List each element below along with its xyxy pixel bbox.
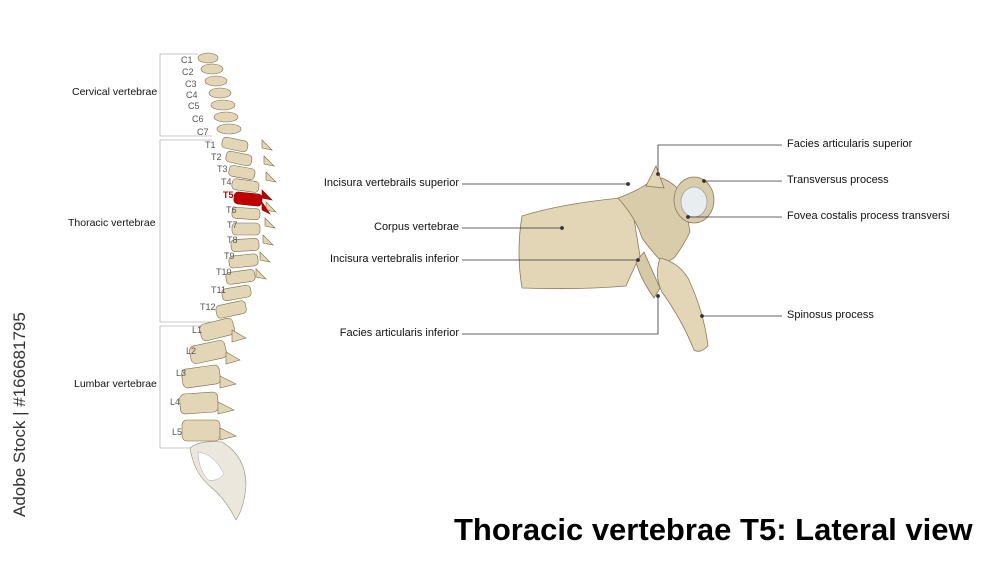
cervical-spine — [197, 52, 242, 135]
vertebra-label-t7: T7 — [227, 220, 238, 230]
vertebra-label-l4: L4 — [170, 397, 181, 407]
label-corpus-vertebrae: Corpus vertebrae — [374, 221, 459, 233]
vertebra-label-l2: L2 — [186, 346, 197, 356]
vertebra-label-t4: T4 — [221, 177, 232, 187]
spine-column — [179, 52, 277, 521]
t5-vertebra-lateral — [518, 164, 715, 352]
vertebra-label-t1: T1 — [205, 140, 216, 150]
vertebra-label-t2: T2 — [211, 152, 222, 162]
cervical-group-label: Cervical vertebrae — [72, 86, 158, 98]
label-incisura-superior: Incisura vertebrails superior — [323, 177, 459, 189]
vertebra-label-t11: T11 — [211, 285, 226, 295]
vertebra-label-c4: C4 — [186, 90, 198, 100]
vertebra-label-t10: T10 — [216, 267, 232, 277]
stock-watermark: Adobe Stock | #166681795 — [10, 312, 29, 517]
leader-lines — [462, 144, 782, 335]
vertebra-label-t5: T5 — [223, 190, 234, 200]
lumbar-group-label: Lumbar vertebrae — [74, 378, 157, 390]
thoracic-group-label: Thoracic vertebrae — [68, 217, 156, 229]
spinous-shape — [657, 257, 709, 352]
vertebra-label-l3: L3 — [176, 368, 187, 378]
label-spinosus-process: Spinosus process — [787, 309, 874, 321]
label-fovea-costalis: Fovea costalis process transversi — [787, 210, 950, 222]
vertebra-label-t12: T12 — [200, 302, 216, 312]
label-incisura-inferior: Incisura vertebralis inferior — [330, 253, 459, 265]
lumbar-spine — [179, 317, 247, 442]
figure-title: Thoracic vertebrae T5: Lateral view — [454, 512, 973, 547]
superior-process-shape — [645, 164, 665, 189]
vertebra-label-c5: C5 — [188, 101, 200, 111]
sacrum — [189, 441, 247, 521]
label-transversus-process: Transversus process — [787, 174, 889, 186]
vertebra-label-t9: T9 — [224, 251, 235, 261]
fovea-costalis-shape — [680, 186, 708, 218]
label-facies-inferior: Facies articularis inferior — [339, 327, 459, 339]
vertebra-label-t3: T3 — [217, 164, 228, 174]
vertebra-label-l5: L5 — [172, 427, 183, 437]
vertebra-label-c7: C7 — [197, 127, 209, 137]
vertebra-label-t6: T6 — [226, 205, 237, 215]
inferior-process-shape — [635, 251, 661, 299]
vertebra-label-c3: C3 — [185, 79, 197, 89]
vertebra-label-c6: C6 — [192, 114, 204, 124]
t5-highlight — [233, 189, 273, 215]
vertebra-label-t8: T8 — [227, 235, 238, 245]
vertebra-label-c1: C1 — [181, 55, 193, 65]
vertebra-label-l1: L1 — [192, 325, 203, 335]
thoracic-spine — [215, 136, 277, 319]
label-facies-superior: Facies articularis superior — [787, 138, 913, 150]
corpus-shape — [518, 197, 641, 290]
vertebra-label-c2: C2 — [182, 67, 194, 77]
